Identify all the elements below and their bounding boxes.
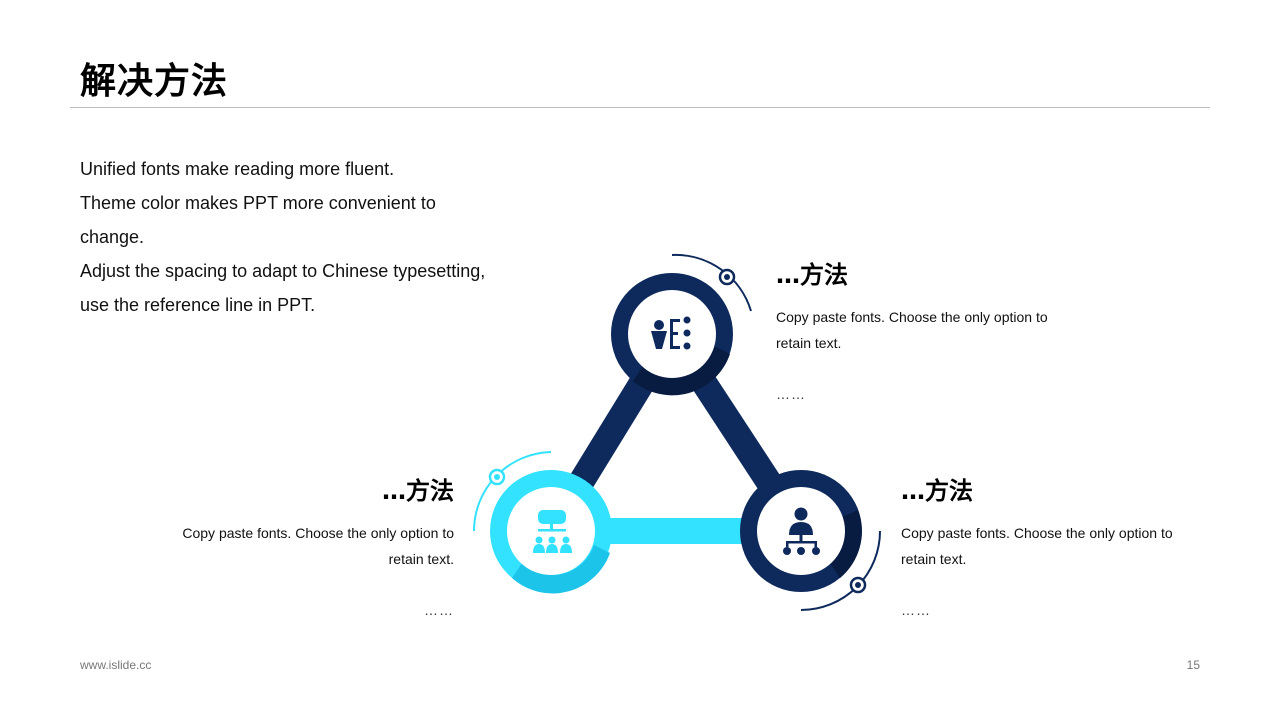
method-description: Copy paste fonts. Choose the only option… — [901, 520, 1221, 572]
method-ellipsis: …… — [776, 386, 806, 402]
title-divider — [70, 107, 1210, 108]
method-heading: …方法 — [382, 477, 454, 505]
method-description: Copy paste fonts. Choose the only option… — [134, 520, 454, 572]
method-description-line: Copy paste fonts. Choose the only option… — [901, 525, 1173, 541]
method-ellipsis: …… — [424, 602, 454, 618]
node-bottom-left — [473, 451, 612, 594]
team-ideas-icon — [651, 316, 691, 350]
method-ellipsis: …… — [901, 602, 931, 618]
method-block-left: …方法 Copy paste fonts. Choose the only op… — [134, 474, 454, 618]
method-block-right: …方法 Copy paste fonts. Choose the only op… — [901, 474, 1221, 618]
method-description-line: retain text. — [388, 551, 454, 567]
footer-site: www.islide.cc — [80, 658, 152, 672]
intro-text: Unified fonts make reading more fluent. … — [80, 152, 520, 322]
method-heading: …方法 — [901, 477, 973, 505]
intro-line: Theme color makes PPT more convenient to — [80, 193, 436, 213]
method-description-line: Copy paste fonts. Choose the only option… — [182, 525, 454, 541]
node-top — [611, 253, 752, 396]
method-description-line: retain text. — [901, 551, 967, 567]
method-description-line: retain text. — [776, 335, 842, 351]
http-network-icon — [533, 510, 572, 553]
intro-line: change. — [80, 227, 145, 247]
page-title: 解决方法 — [80, 61, 229, 102]
intro-line: Unified fonts make reading more fluent. — [80, 159, 395, 179]
method-heading: …方法 — [776, 261, 848, 289]
org-chart-icon — [783, 507, 820, 555]
method-description: Copy paste fonts. Choose the only option… — [776, 304, 1096, 356]
intro-line: Adjust the spacing to adapt to Chinese t… — [80, 261, 486, 281]
node-bottom-right — [740, 470, 881, 611]
method-block-top: …方法 Copy paste fonts. Choose the only op… — [776, 258, 1096, 402]
page-number: 15 — [1186, 658, 1200, 672]
intro-line: use the reference line in PPT. — [80, 295, 316, 315]
method-description-line: Copy paste fonts. Choose the only option… — [776, 309, 1048, 325]
